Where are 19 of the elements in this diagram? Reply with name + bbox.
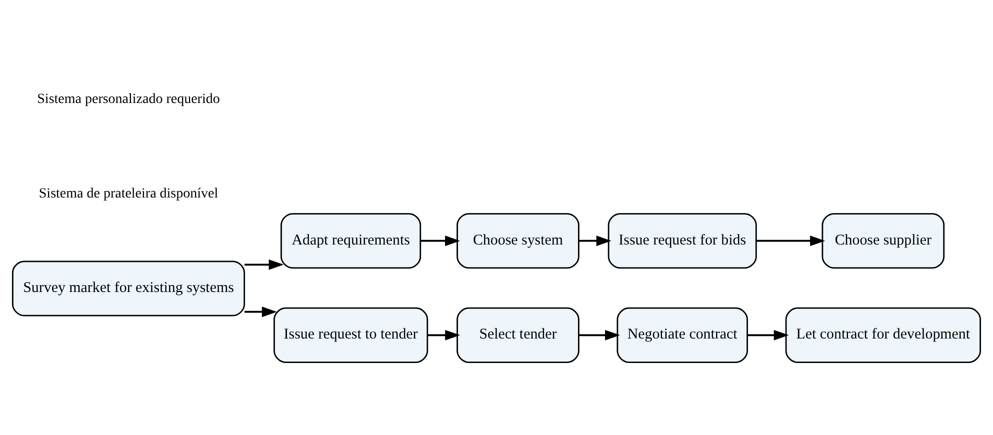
arrow: [244, 259, 284, 270]
arrow: [578, 330, 620, 340]
label: Sistema de prateleira disponível: [38, 186, 218, 202]
arrow: [756, 236, 826, 246]
arrow: [420, 236, 460, 246]
node-box: Issue request to tender: [274, 307, 428, 363]
node-box: Survey market for existing systems: [12, 260, 246, 316]
arrow: [747, 330, 789, 340]
node-box: Adapt requirements: [280, 213, 422, 269]
arrow: [244, 306, 277, 318]
node-box: Let contract for development: [785, 307, 981, 363]
node-box: Choose supplier: [822, 213, 945, 269]
label: Sistema personalizado requerido: [37, 92, 220, 108]
node-box: Select tender: [456, 307, 580, 363]
arrow: [578, 236, 612, 246]
node-box: Choose system: [456, 213, 580, 269]
arrow: [428, 330, 460, 340]
node-box: Negotiate contract: [616, 307, 748, 363]
node-box: Issue request for bids: [608, 213, 757, 269]
